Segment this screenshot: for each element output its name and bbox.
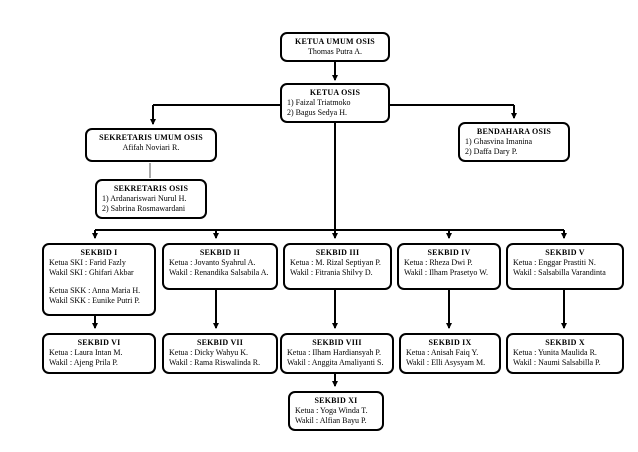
sekbid-ix-box: SEKBID IX Ketua : Anisah Faiq Y. Wakil :… xyxy=(399,333,501,374)
sekbid-iii-title: SEKBID III xyxy=(315,248,360,257)
sekbid-ix-line: Wakil : Elli Asysyam M. xyxy=(406,358,486,367)
sekbid-iii-box: SEKBID III Ketua : M. Rizal Septiyan P. … xyxy=(283,243,392,290)
sekbid-v-title: SEKBID V xyxy=(545,248,585,257)
sekbid-viii-title: SEKBID VIII xyxy=(312,338,362,347)
sekbid-ii-box: SEKBID II Ketua : Jovanto Syahrul A. Wak… xyxy=(162,243,278,290)
sekbid-x-box: SEKBID X Ketua : Yunita Maulida R. Wakil… xyxy=(506,333,624,374)
sekretaris-title: SEKRETARIS OSIS xyxy=(113,184,189,193)
ketua-osis-member: 1) Faizal Triatmoko xyxy=(287,98,351,107)
sekretaris-umum-name: Afifah Noviari R. xyxy=(122,143,180,152)
sekbid-ii-line: Wakil : Renandika Salsabila A. xyxy=(169,268,269,277)
sekbid-vii-title: SEKBID VII xyxy=(196,338,244,347)
sekbid-x-line: Wakil : Naumi Salsabilla P. xyxy=(513,358,601,367)
sekbid-vii-line: Wakil : Rama Riswalinda R. xyxy=(169,358,261,367)
sekbid-v-line: Wakil : Salsabilla Varandinta xyxy=(513,268,606,277)
sekbid-iv-box: SEKBID IV Ketua : Rheza Dwi P. Wakil : I… xyxy=(397,243,501,290)
sekbid-vi-box: SEKBID VI Ketua : Laura Intan M. Wakil :… xyxy=(42,333,156,374)
bendahara-box: BENDAHARA OSIS 1) Ghasvina Imanina 2) Da… xyxy=(458,122,570,162)
bendahara-member: 2) Daffa Dary P. xyxy=(465,147,518,156)
sekbid-iv-title: SEKBID IV xyxy=(427,248,471,257)
sekbid-i-line: Wakil SKI : Ghifari Akbar xyxy=(49,268,134,277)
sekbid-v-box: SEKBID V Ketua : Enggar Prastiti N. Waki… xyxy=(506,243,624,290)
ketua-osis-title: KETUA OSIS xyxy=(309,88,361,97)
sekbid-iii-line: Ketua : M. Rizal Septiyan P. xyxy=(290,258,381,267)
sekbid-ii-title: SEKBID II xyxy=(199,248,241,257)
sekbid-xi-line: Ketua : Yoga Winda T. xyxy=(295,406,368,415)
sekbid-vi-title: SEKBID VI xyxy=(77,338,121,347)
sekbid-ix-line: Ketua : Anisah Faiq Y. xyxy=(406,348,479,357)
sekbid-i-title: SEKBID I xyxy=(80,248,118,257)
sekbid-xi-box: SEKBID XI Ketua : Yoga Winda T. Wakil : … xyxy=(288,391,384,431)
sekretaris-member: 1) Ardanariswari Nurul H. xyxy=(102,194,187,203)
sekbid-iv-line: Ketua : Rheza Dwi P. xyxy=(404,258,473,267)
sekbid-xi-line: Wakil : Alfian Bayu P. xyxy=(295,416,367,425)
sekbid-iv-line: Wakil : Ilham Prasetyo W. xyxy=(404,268,489,277)
sekretaris-member: 2) Sabrina Rosmawardani xyxy=(102,204,186,213)
sekbid-iii-line: Wakil : Fitrania Shilvy D. xyxy=(290,268,373,277)
sekbid-vi-line: Wakil : Ajeng Prila P. xyxy=(49,358,118,367)
sekbid-v-line: Ketua : Enggar Prastiti N. xyxy=(513,258,596,267)
sekbid-i-line: Wakil SKK : Eunike Putri P. xyxy=(49,296,140,305)
sekbid-x-title: SEKBID X xyxy=(545,338,585,347)
sekbid-viii-box: SEKBID VIII Ketua : Ilham Hardiansyah P.… xyxy=(280,333,394,374)
sekbid-vi-line: Ketua : Laura Intan M. xyxy=(49,348,123,357)
ketua-umum-box: KETUA UMUM OSIS Thomas Putra A. xyxy=(280,32,390,62)
sekbid-i-line: Ketua SKI : Farid Fazly xyxy=(49,258,126,267)
sekbid-x-line: Ketua : Yunita Maulida R. xyxy=(513,348,597,357)
sekbid-ii-line: Ketua : Jovanto Syahrul A. xyxy=(169,258,256,267)
sekbid-i-box: SEKBID I Ketua SKI : Farid Fazly Wakil S… xyxy=(42,243,156,316)
sekbid-vii-line: Ketua : Dicky Wahyu K. xyxy=(169,348,248,357)
sekbid-vii-box: SEKBID VII Ketua : Dicky Wahyu K. Wakil … xyxy=(162,333,278,374)
sekbid-xi-title: SEKBID XI xyxy=(314,396,358,405)
sekretaris-umum-box: SEKRETARIS UMUM OSIS Afifah Noviari R. xyxy=(85,128,217,162)
sekretaris-box: SEKRETARIS OSIS 1) Ardanariswari Nurul H… xyxy=(95,179,207,219)
ketua-osis-box: KETUA OSIS 1) Faizal Triatmoko 2) Bagus … xyxy=(280,83,390,123)
sekbid-ix-title: SEKBID IX xyxy=(428,338,472,347)
ketua-umum-name: Thomas Putra A. xyxy=(308,47,362,56)
ketua-osis-member: 2) Bagus Sedya H. xyxy=(287,108,347,117)
sekretaris-umum-title: SEKRETARIS UMUM OSIS xyxy=(99,133,203,142)
bendahara-member: 1) Ghasvina Imanina xyxy=(465,137,533,146)
sekbid-viii-line: Wakil : Anggita Amaliyanti S. xyxy=(287,358,384,367)
sekbid-viii-line: Ketua : Ilham Hardiansyah P. xyxy=(287,348,381,357)
sekbid-i-line: Ketua SKK : Anna Maria H. xyxy=(49,286,141,295)
ketua-umum-title: KETUA UMUM OSIS xyxy=(295,37,375,46)
bendahara-title: BENDAHARA OSIS xyxy=(476,127,552,136)
